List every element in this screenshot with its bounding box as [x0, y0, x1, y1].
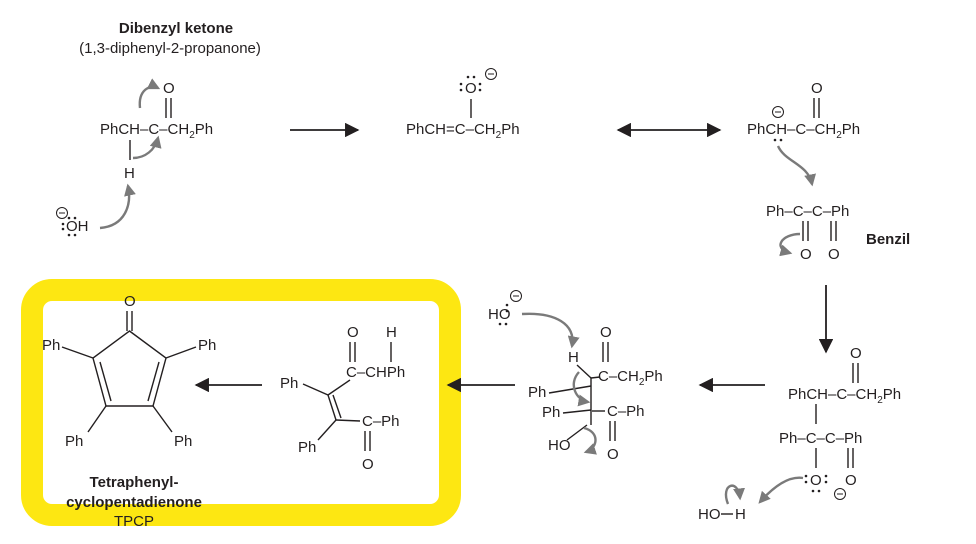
ald-ho: HO	[548, 437, 571, 454]
curly-arrow-ch-to-c	[132, 135, 162, 160]
adduct-charge	[834, 488, 846, 500]
enone-o-top: O	[347, 324, 359, 341]
water-ho: HO	[698, 506, 721, 523]
carbanion-chain: PhCH–C–CH2Ph	[747, 121, 860, 141]
hydroxide-2: HO	[488, 306, 511, 323]
tpcp-o: O	[124, 293, 136, 310]
adduct-o-bottom: O	[845, 472, 857, 489]
benzil-label: Benzil	[866, 231, 910, 248]
ald-o-top: O	[600, 324, 612, 341]
adduct-alkoxide-o: O	[810, 472, 822, 489]
tpcp-ph1: Ph	[42, 337, 60, 354]
ald-o-bottom: O	[607, 446, 619, 463]
benzil-o1: O	[800, 246, 812, 263]
diagram-title: Dibenzyl ketone	[119, 20, 233, 37]
tpcp-abbr: TPCP	[114, 513, 154, 530]
curly-arrow-benzil-co	[779, 232, 801, 257]
enolate-charge	[485, 68, 497, 80]
adduct-mid-chain: Ph–C–C–Ph	[779, 430, 862, 447]
adduct-top-chain: PhCH–C–CH2Ph	[788, 386, 901, 406]
hydroxide-charge	[56, 207, 68, 219]
highlight-box	[21, 279, 461, 526]
carbanion-o: O	[811, 80, 823, 97]
curly-arrow-co-to-o	[138, 78, 161, 109]
tpcp-ph4: Ph	[174, 433, 192, 450]
curly-arrow-ch-to-cc	[572, 371, 591, 407]
ald-h: H	[568, 349, 579, 366]
tpcp-ph3: Ph	[65, 433, 83, 450]
enolate-chain: PhCH=C–CH2Ph	[406, 121, 520, 141]
tpcp-ph2: Ph	[198, 337, 216, 354]
carbanion-structure: O PhCH–C–CH2Ph	[747, 80, 860, 187]
ald-ph2: Ph	[542, 404, 560, 421]
hydroxide-2-charge	[510, 290, 522, 302]
dibenzyl-ketone-structure: O PhCH–C–CH2Ph H OH	[56, 78, 213, 237]
enone-ph2: Ph	[298, 439, 316, 456]
enone-o-bottom: O	[362, 456, 374, 473]
enone-h: H	[386, 324, 397, 341]
dk-h: H	[124, 165, 135, 182]
benzil-structure: Ph–C–C–Ph O O Benzil	[766, 203, 910, 263]
hydroxide: OH	[66, 218, 89, 235]
diagram-subtitle: (1,3-diphenyl-2-propanone)	[79, 40, 261, 57]
ald-ph1: Ph	[528, 384, 546, 401]
curly-arrow-carbanion-attack	[776, 145, 816, 187]
ald-top-chain: C–CH2Ph	[598, 368, 663, 388]
water-h: H	[735, 506, 746, 523]
curly-arrow-oh-to-h-2	[521, 312, 580, 349]
tpcp-name-line1: Tetraphenyl-	[90, 474, 179, 491]
curly-arrow-oh-leaving	[583, 426, 598, 455]
tpcp-name-line2: cyclopentadienone	[66, 494, 202, 511]
enone-c-ph: C–Ph	[362, 413, 400, 430]
enone-ph1: Ph	[280, 375, 298, 392]
aldol-intermediate-structure: HO O H C–CH2Ph Ph Ph C–Ph O HO	[488, 290, 663, 463]
carbanion-charge	[772, 106, 784, 118]
enolate-o: O	[465, 80, 477, 97]
dk-carbonyl-o: O	[163, 80, 175, 97]
alkoxide-adduct-structure: O PhCH–C–CH2Ph Ph–C–C–Ph O O HO H	[698, 345, 901, 523]
enolate-structure: O PhCH=C–CH2Ph	[406, 68, 520, 141]
dk-chain: PhCH–C–CH2Ph	[100, 121, 213, 141]
tpcp-structure: O Ph Ph Ph Ph Tetraphenyl- cyclopentadie…	[42, 293, 216, 530]
curly-arrow-oh-to-h	[99, 183, 136, 230]
curly-arrow-o-to-h	[758, 476, 804, 504]
benzil-chain: Ph–C–C–Ph	[766, 203, 849, 220]
enone-chph: C–CHPh	[346, 364, 405, 381]
enone-intermediate-structure: O H C–CHPh Ph Ph C–Ph O	[280, 324, 405, 473]
benzil-o2: O	[828, 246, 840, 263]
tpcp-ring	[92, 330, 167, 407]
ald-c-ph: C–Ph	[607, 403, 645, 420]
adduct-o-top: O	[850, 345, 862, 362]
curly-arrow-oh-bond	[724, 484, 746, 505]
